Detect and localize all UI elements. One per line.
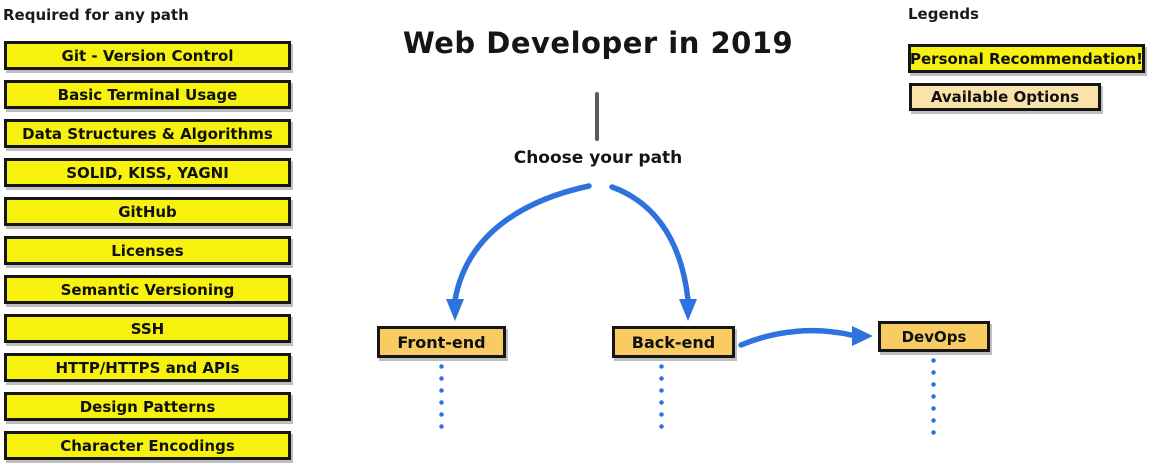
arrow-to-frontend [446, 183, 592, 321]
path-node-frontend: Front-end [377, 326, 506, 358]
required-item-licenses: Licenses [4, 236, 291, 265]
backend-continuation-dots [659, 364, 664, 434]
required-item-terminal: Basic Terminal Usage [4, 80, 291, 109]
devops-continuation-dots [931, 358, 936, 440]
required-section-title: Required for any path [3, 6, 189, 24]
path-node-devops: DevOps [878, 321, 990, 352]
required-item-dsa: Data Structures & Algorithms [4, 119, 291, 148]
legend-available-options: Available Options [909, 83, 1101, 111]
required-item-ssh: SSH [4, 314, 291, 343]
arrow-to-backend [609, 184, 697, 321]
title-stem-line [595, 92, 599, 141]
required-item-github: GitHub [4, 197, 291, 226]
required-item-semver: Semantic Versioning [4, 275, 291, 304]
required-item-solid: SOLID, KISS, YAGNI [4, 158, 291, 187]
required-item-patterns: Design Patterns [4, 392, 291, 421]
arrow-backend-to-devops [738, 326, 873, 348]
legend-title: Legends [908, 5, 979, 23]
required-items-list: Git - Version Control Basic Terminal Usa… [4, 41, 291, 470]
choose-path-label: Choose your path [513, 148, 683, 168]
required-item-encodings: Character Encodings [4, 431, 291, 460]
required-item-git: Git - Version Control [4, 41, 291, 70]
legend-personal-recommendation: Personal Recommendation! [908, 44, 1145, 73]
page-title: Web Developer in 2019 [402, 26, 794, 60]
required-item-http: HTTP/HTTPS and APIs [4, 353, 291, 382]
frontend-continuation-dots [439, 364, 444, 434]
path-node-backend: Back-end [612, 326, 735, 358]
